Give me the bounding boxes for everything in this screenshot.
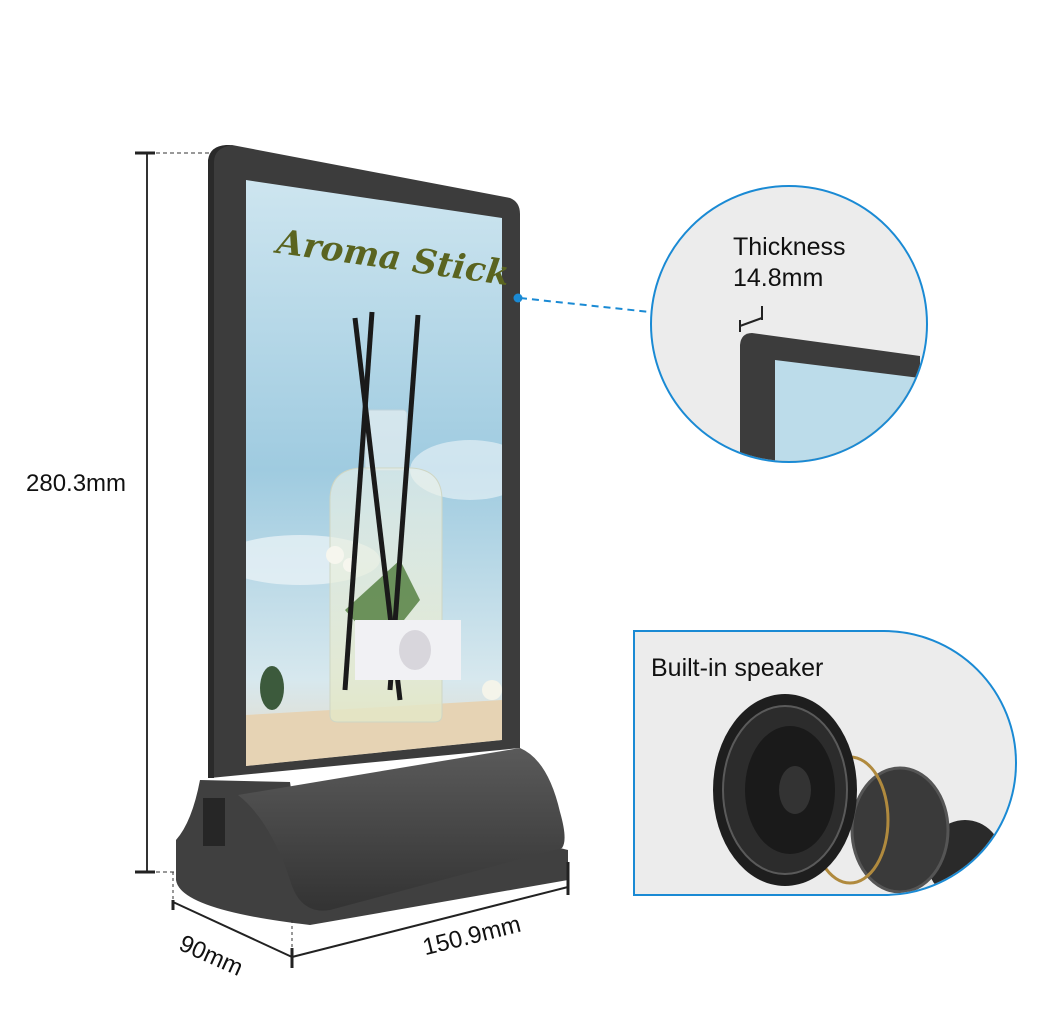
- stand-base: [176, 748, 568, 925]
- thickness-callout: Thickness 14.8mm: [733, 232, 846, 294]
- thickness-callout-circle: [650, 185, 928, 463]
- speaker-label: Built-in speaker: [651, 654, 824, 682]
- base-dimension-lines: [171, 862, 570, 968]
- thickness-label: Thickness: [733, 233, 846, 261]
- speaker-callout-panel: [633, 630, 1017, 896]
- display-screen: [246, 180, 502, 766]
- height-dimension-line: [135, 151, 212, 874]
- thickness-leader-line: [513, 293, 651, 313]
- height-dimension-label: 280.3mm: [26, 470, 127, 497]
- thickness-value: 14.8mm: [733, 264, 824, 292]
- speaker-icon: [713, 694, 1003, 894]
